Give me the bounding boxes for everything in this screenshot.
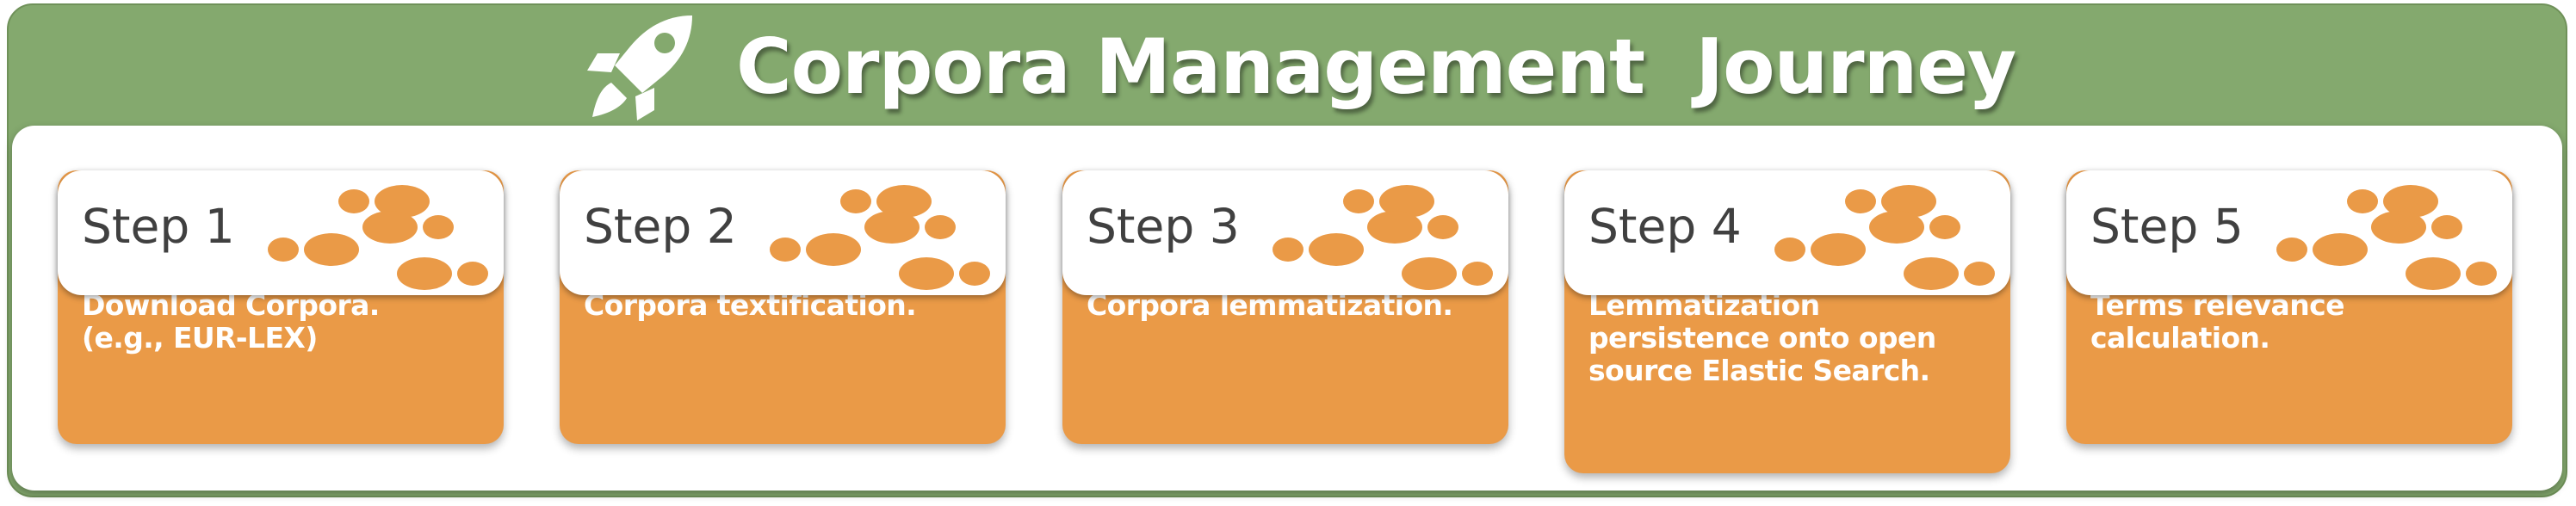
footprints-icon [2276, 185, 2497, 290]
step-5-header: Step 5 [2066, 170, 2512, 295]
footprints-icon [268, 185, 488, 290]
rocket-icon [587, 15, 692, 120]
step-1-line-2: (e.g., EUR-LEX) [82, 321, 318, 355]
step-3-label: Step 3 [1087, 199, 1240, 254]
step-5-line-2: calculation. [2090, 321, 2270, 355]
step-4-description: Lemmatization persistence onto open sour… [1588, 289, 1988, 387]
step-4-label: Step 4 [1588, 199, 1742, 254]
step-2-header: Step 2 [560, 170, 1006, 295]
footprints-icon [770, 185, 990, 290]
footprints-icon [1273, 185, 1493, 290]
step-4-header: Step 4 [1564, 170, 2010, 295]
step-1-label: Step 1 [82, 199, 235, 254]
step-4-line-3: source Elastic Search. [1588, 354, 1930, 387]
step-5-description: Terms relevance calculation. [2090, 289, 2490, 355]
page-title: Corpora Management Journey [736, 22, 2016, 111]
step-1-description: Download Corpora. (e.g., EUR-LEX) [82, 289, 481, 355]
step-1-header: Step 1 [58, 170, 504, 295]
step-2-label: Step 2 [584, 199, 737, 254]
step-4-line-2: persistence onto open [1588, 321, 1936, 355]
step-5-label: Step 5 [2090, 199, 2244, 254]
step-3-header: Step 3 [1062, 170, 1508, 295]
footprints-icon [1774, 185, 1995, 290]
